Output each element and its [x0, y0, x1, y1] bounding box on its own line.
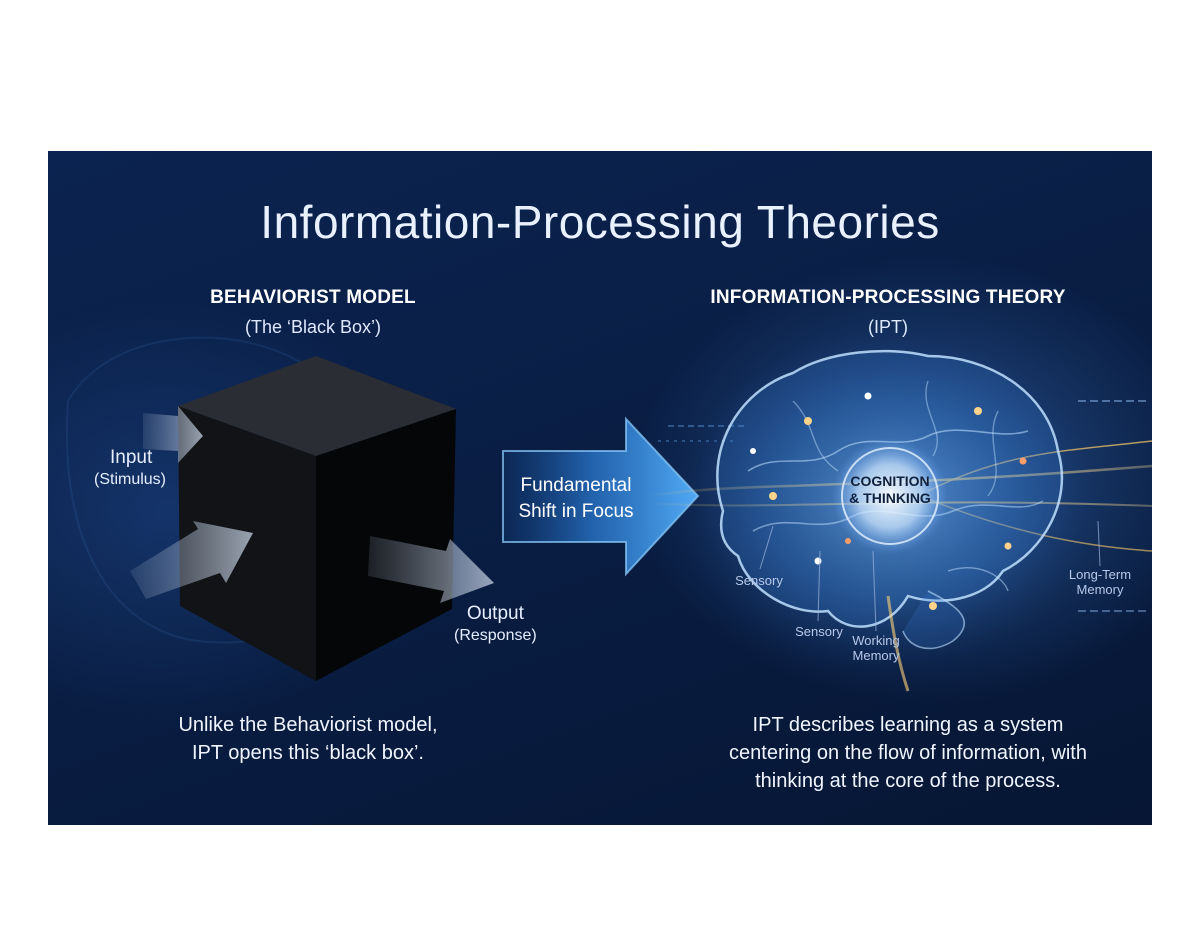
shift-label-line-1: Fundamental	[520, 475, 632, 496]
input-label-text: Input	[110, 447, 153, 468]
behaviorist-caption: Unlike the Behaviorist model, IPT opens …	[128, 711, 488, 767]
long-term-memory-line-2: Memory	[1076, 582, 1124, 597]
behaviorist-heading: BEHAVIORIST MODEL	[210, 287, 416, 308]
ipt-caption-line-2: centering on the flow of information, wi…	[729, 742, 1087, 764]
cognition-core-line-2: & THINKING	[849, 490, 931, 506]
page-title: Information-Processing Theories	[260, 196, 940, 248]
behaviorist-caption-line-1: Unlike the Behaviorist model,	[178, 714, 438, 736]
behaviorist-caption-line-2: IPT opens this ‘black box’.	[192, 742, 424, 764]
brain-graphic	[678, 331, 1098, 692]
shift-label: Fundamental Shift in Focus	[516, 473, 636, 525]
sensory-label-2: Sensory	[795, 624, 843, 639]
ipt-heading: INFORMATION-PROCESSING THEORY	[710, 287, 1066, 308]
input-arrows	[130, 406, 253, 599]
cognition-core-label: COGNITION & THINKING	[830, 473, 950, 507]
output-label: Output (Response)	[454, 603, 537, 647]
cognition-core-line-1: COGNITION	[850, 473, 930, 489]
input-sub-label: (Stimulus)	[94, 471, 167, 488]
label-pointers	[759, 520, 1101, 632]
shift-arrow	[502, 416, 700, 577]
output-label-text: Output	[466, 603, 524, 624]
long-term-memory-label: Long-Term Memory	[1062, 567, 1138, 597]
working-memory-label: Working Memory	[844, 633, 908, 663]
working-memory-line-1: Working	[852, 633, 900, 648]
sensory-label-1: Sensory	[735, 573, 783, 588]
ipt-caption-line-3: thinking at the core of the process.	[755, 770, 1061, 792]
output-sub-label: (Response)	[454, 627, 537, 644]
working-memory-line-2: Memory	[852, 648, 900, 663]
behaviorist-subheading: (The ‘Black Box’)	[244, 317, 382, 337]
slide: Information-Processing Theories BEHAVIOR…	[48, 151, 1152, 825]
long-term-memory-line-1: Long-Term	[1068, 567, 1132, 582]
input-label: Input (Stimulus)	[94, 447, 166, 491]
illustration-layer	[65, 331, 1152, 692]
black-box-cube	[178, 356, 456, 681]
ipt-caption: IPT describes learning as a system cente…	[668, 711, 1148, 795]
output-arrow	[368, 536, 494, 603]
ipt-caption-line-1: IPT describes learning as a system	[752, 714, 1064, 736]
shift-label-line-2: Shift in Focus	[518, 501, 634, 522]
ipt-subheading: (IPT)	[868, 317, 908, 337]
